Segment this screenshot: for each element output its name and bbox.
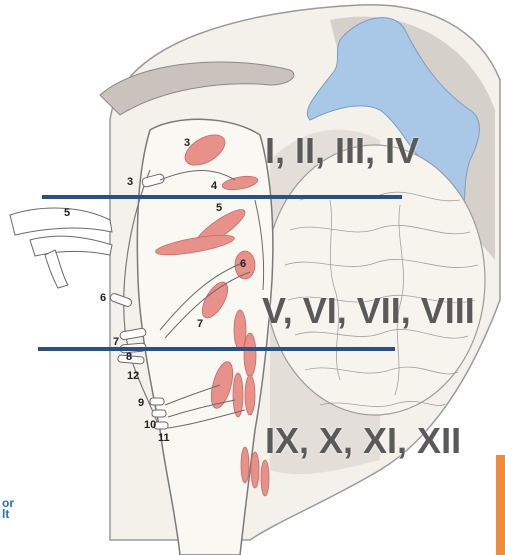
nerve-number-10: 10 [144, 419, 156, 431]
group-label-middle: V, VI, VII, VIII [262, 290, 475, 332]
corner-logo-fragment: or lt [2, 498, 14, 520]
nerve-number-9: 9 [138, 397, 144, 409]
nerve-number-6-outer: 6 [100, 292, 106, 304]
nerve-number-7-inner: 7 [197, 318, 203, 330]
nerve-number-3-outer: 3 [127, 176, 133, 188]
nerve-number-4: 4 [211, 180, 217, 192]
nerve-number-3-inner: 3 [184, 137, 190, 149]
nerve-number-7-outer: 7 [113, 336, 119, 348]
group-label-upper: I, II, III, IV [265, 130, 419, 172]
group-label-lower: IX, X, XI, XII [265, 420, 461, 462]
nerve-number-8: 8 [126, 351, 132, 363]
nerve-number-5-outer: 5 [64, 207, 70, 219]
nerve-number-6-inner: 6 [240, 258, 246, 270]
orange-accent-bar [496, 455, 505, 555]
cerebellum [265, 145, 485, 415]
nerve-number-12: 12 [127, 370, 139, 382]
nerve-number-11: 11 [158, 432, 170, 444]
nerve-number-5-inner: 5 [216, 202, 222, 214]
corner-logo-line-2: lt [2, 509, 14, 520]
